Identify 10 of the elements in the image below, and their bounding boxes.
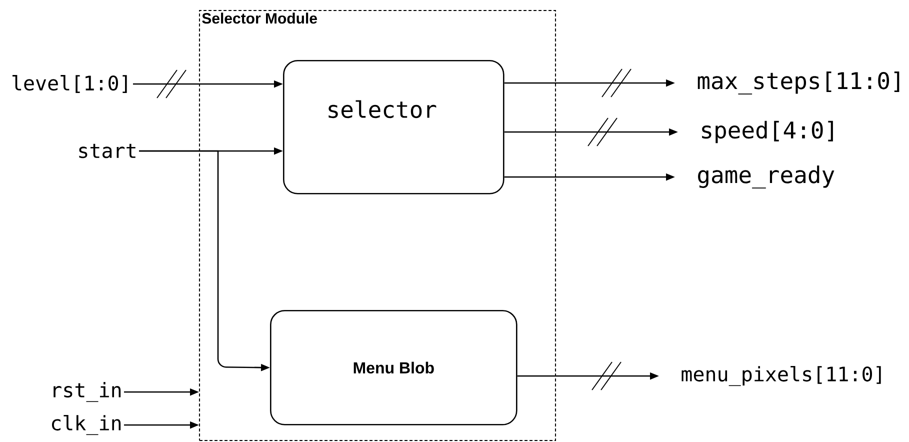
signal-label: max_steps[11:0] [698, 72, 900, 94]
module-block: Menu Blob [270, 310, 518, 426]
signal-label: start [79, 144, 136, 158]
signal-label: speed[4:0] [702, 120, 833, 144]
signal-label: level[1:0] [12, 75, 127, 93]
signal-label: rst_in [54, 382, 121, 402]
signal-label: clk_in [52, 415, 121, 436]
module-block: selector [283, 60, 504, 194]
signal-label: game_ready [698, 166, 834, 188]
signal-label: menu_pixels[11:0] [682, 366, 881, 386]
